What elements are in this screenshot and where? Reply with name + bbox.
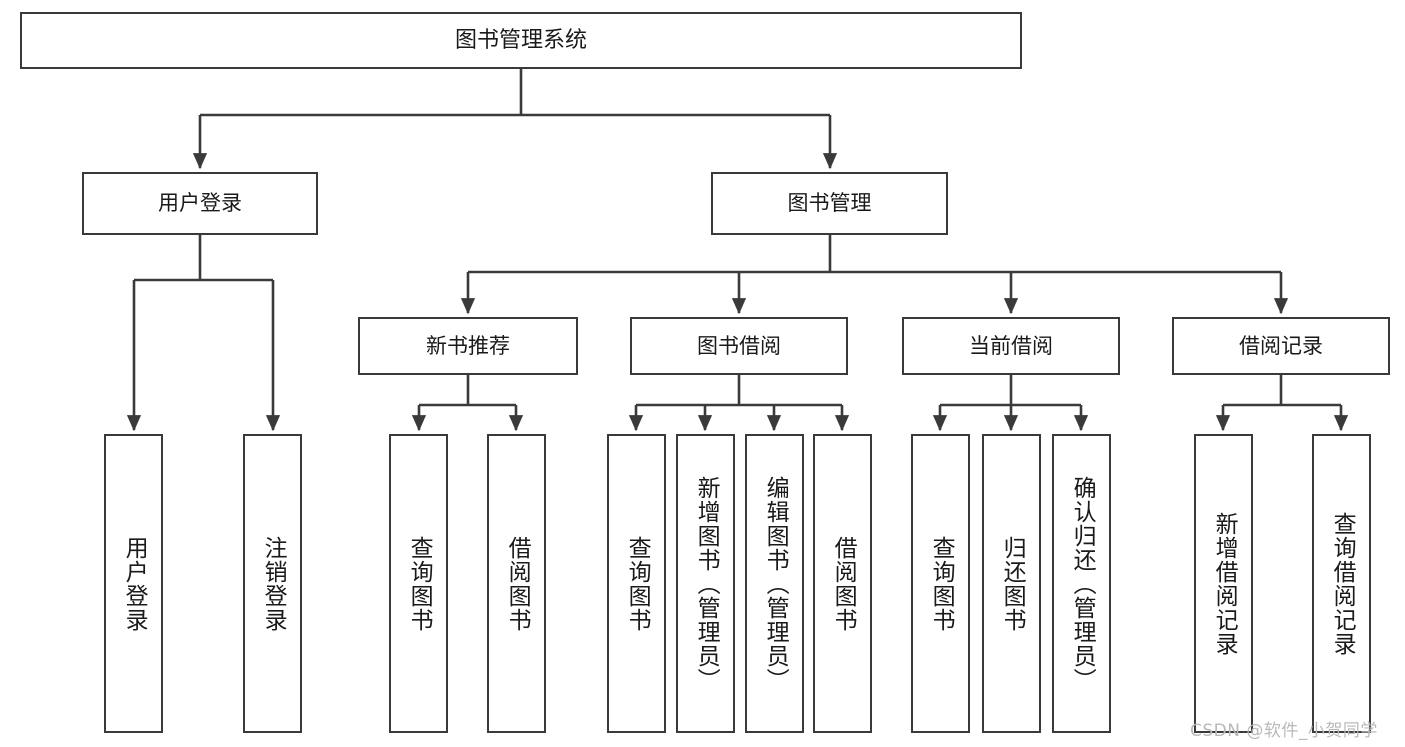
node-leaf-query-book-1-label: 查询图书 xyxy=(406,535,433,632)
node-leaf-query-book-3-label: 查询图书 xyxy=(928,535,955,632)
node-book-manage[interactable]: 图书管理 xyxy=(711,172,948,235)
node-leaf-add-record-label: 新增借阅记录 xyxy=(1211,511,1238,656)
node-current-borrow[interactable]: 当前借阅 xyxy=(902,317,1120,375)
node-leaf-logout-label: 注销登录 xyxy=(260,535,287,632)
node-leaf-borrow-book-1[interactable]: 借阅图书 xyxy=(487,434,546,733)
node-leaf-add-book-label: 新增图书（管理员） xyxy=(693,475,720,692)
node-root[interactable]: 图书管理系统 xyxy=(20,12,1022,69)
node-user-login-label: 用户登录 xyxy=(158,191,242,216)
node-leaf-logout[interactable]: 注销登录 xyxy=(243,434,302,733)
csdn-watermark: CSDN @软件_小贺同学 xyxy=(1190,721,1378,741)
node-current-borrow-label: 当前借阅 xyxy=(969,333,1053,358)
node-leaf-return-book-label: 归还图书 xyxy=(999,535,1026,632)
node-leaf-user-login[interactable]: 用户登录 xyxy=(104,434,163,733)
node-leaf-edit-book[interactable]: 编辑图书（管理员） xyxy=(745,434,804,733)
node-leaf-query-book-2[interactable]: 查询图书 xyxy=(607,434,666,733)
node-leaf-query-book-1[interactable]: 查询图书 xyxy=(389,434,448,733)
node-root-label: 图书管理系统 xyxy=(454,27,587,53)
node-leaf-query-book-3[interactable]: 查询图书 xyxy=(911,434,970,733)
node-book-borrow[interactable]: 图书借阅 xyxy=(630,317,848,375)
node-borrow-record-label: 借阅记录 xyxy=(1239,333,1323,358)
node-leaf-borrow-book-2[interactable]: 借阅图书 xyxy=(813,434,872,733)
node-user-login[interactable]: 用户登录 xyxy=(82,172,318,235)
node-leaf-add-book[interactable]: 新增图书（管理员） xyxy=(676,434,735,733)
node-leaf-borrow-book-1-label: 借阅图书 xyxy=(504,535,531,632)
node-new-book-rec-label: 新书推荐 xyxy=(426,333,510,358)
node-leaf-query-record[interactable]: 查询借阅记录 xyxy=(1312,434,1371,733)
node-leaf-query-record-label: 查询借阅记录 xyxy=(1329,511,1356,656)
node-book-manage-label: 图书管理 xyxy=(787,191,872,216)
node-leaf-add-record[interactable]: 新增借阅记录 xyxy=(1194,434,1253,733)
node-leaf-borrow-book-2-label: 借阅图书 xyxy=(830,535,857,632)
node-leaf-confirm-return[interactable]: 确认归还（管理员） xyxy=(1052,434,1111,733)
node-borrow-record[interactable]: 借阅记录 xyxy=(1172,317,1390,375)
node-leaf-return-book[interactable]: 归还图书 xyxy=(982,434,1041,733)
node-leaf-query-book-2-label: 查询图书 xyxy=(624,535,651,632)
node-book-borrow-label: 图书借阅 xyxy=(697,333,781,358)
node-leaf-user-login-label: 用户登录 xyxy=(121,535,148,632)
node-leaf-confirm-return-label: 确认归还（管理员） xyxy=(1069,475,1096,692)
node-new-book-rec[interactable]: 新书推荐 xyxy=(358,317,578,375)
node-leaf-edit-book-label: 编辑图书（管理员） xyxy=(762,475,789,692)
